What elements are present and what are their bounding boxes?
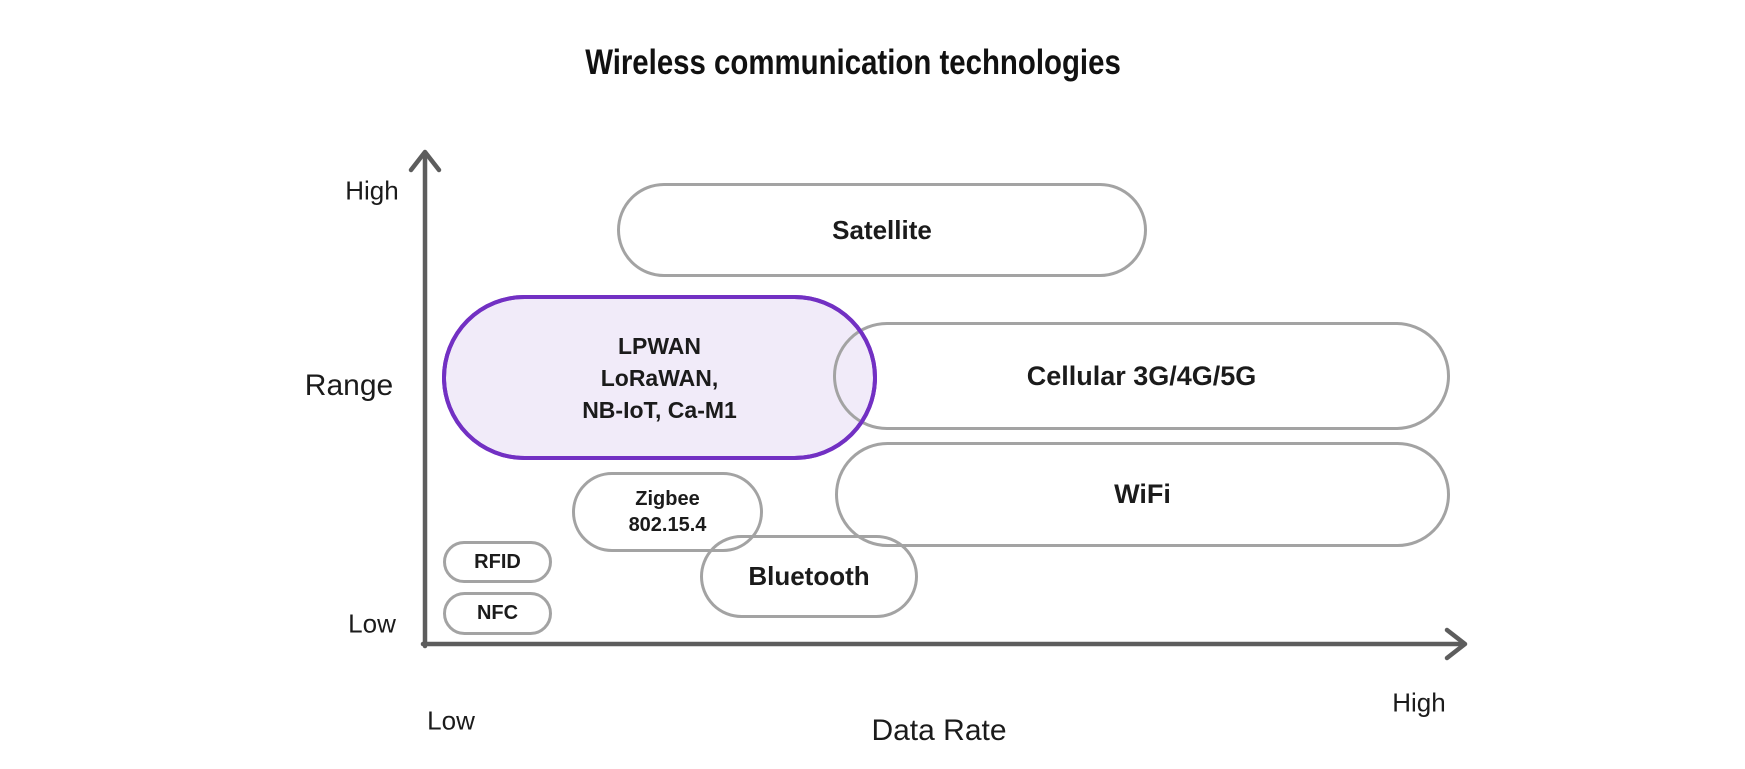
bubble-cellular: Cellular 3G/4G/5G [833,322,1450,430]
diagram-title: Wireless communication technologies [585,43,1121,82]
bubble-zigbee: Zigbee 802.15.4 [572,472,763,552]
x-axis-arrowhead-icon [1444,627,1468,661]
bubble-nfc-label: NFC [476,602,519,624]
bubble-lpwan: LPWAN LoRaWAN, NB-IoT, Ca-M1 [442,295,877,460]
bubble-rfid-label: RFID [474,550,521,573]
x-axis-title: Data Rate [871,714,1007,747]
bubble-wifi: WiFi [835,442,1450,547]
y-axis-title: Range [304,369,394,402]
bubble-rfid: RFID [443,541,552,583]
bubble-satellite-label: Satellite [832,214,932,245]
x-axis-high-label: High [1392,687,1446,718]
bubble-cellular-label: Cellular 3G/4G/5G [1026,360,1257,391]
bubble-nfc: NFC [443,592,552,635]
bubble-satellite: Satellite [617,183,1147,277]
y-axis-low-label: Low [348,608,396,639]
bubble-bluetooth: Bluetooth [700,535,918,618]
bubble-lpwan-label-line3: NB-IoT, Ca-M1 [582,396,737,423]
y-axis-high-label: High [345,175,399,206]
bubble-lpwan-label-line2: LoRaWAN, [600,364,719,391]
bubble-bluetooth-label: Bluetooth [748,561,870,591]
bubble-zigbee-label-line2: 802.15.4 [628,514,707,536]
bubble-zigbee-label-line1: Zigbee [635,488,700,510]
bubble-lpwan-label-line1: LPWAN [617,332,702,359]
bubble-wifi-label: WiFi [1114,479,1171,509]
y-axis-arrowhead-icon [408,149,442,173]
x-axis-low-label: Low [427,705,475,736]
